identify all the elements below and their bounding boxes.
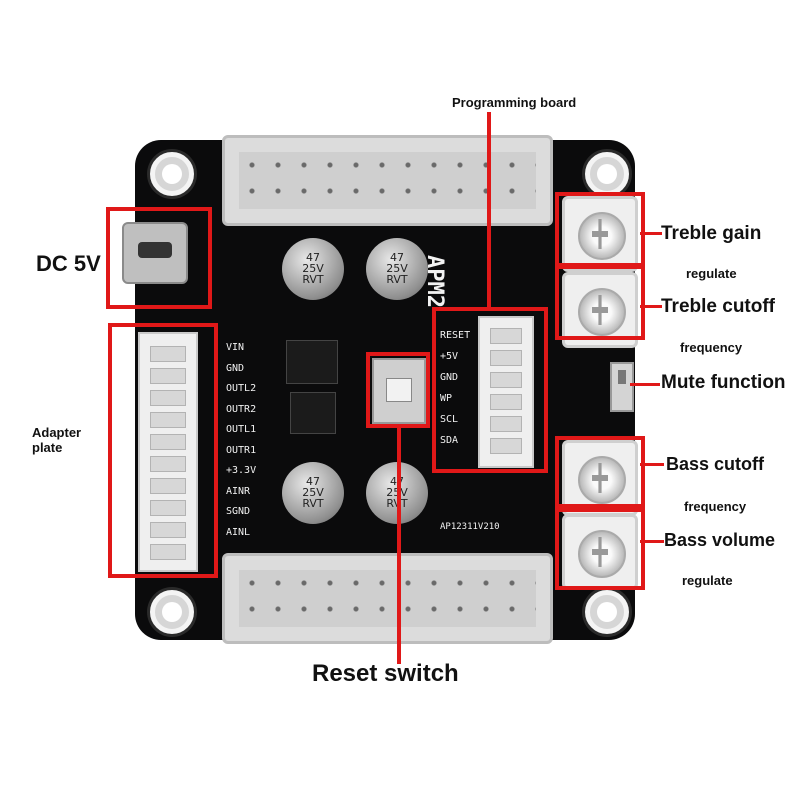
potentiometer-treble-cutoff[interactable] xyxy=(562,272,638,348)
treble-cutoff-sub-label: frequency xyxy=(680,340,743,355)
bass-volume-leader-line xyxy=(640,540,664,543)
treble-gain-sub-label: regulate xyxy=(686,266,737,281)
programming-connector xyxy=(478,316,534,468)
mounting-hole xyxy=(585,152,629,196)
programming-leader-line xyxy=(487,112,491,308)
pin-label: RESET xyxy=(440,330,471,341)
pin-label: SGND xyxy=(226,506,251,517)
chip-label: AP12311V210 xyxy=(440,522,500,532)
pin-label: SCL xyxy=(440,414,459,425)
potentiometer-bass-cutoff[interactable] xyxy=(562,440,638,516)
pin-label: OUTL1 xyxy=(226,424,257,435)
bass-cutoff-highlight-box xyxy=(555,436,645,508)
bass-volume-label: Bass volume xyxy=(664,530,776,550)
bass-cutoff-leader-line xyxy=(640,463,664,466)
pin-label: OUTR1 xyxy=(226,444,257,456)
pin-label: OUTR2 xyxy=(226,403,257,415)
potentiometer-bass-volume[interactable] xyxy=(562,514,638,590)
mounting-hole xyxy=(585,590,629,634)
pin-label: SDA xyxy=(440,435,459,446)
treble-cutoff-leader-line xyxy=(640,305,662,308)
pin-label: +3.3V xyxy=(226,465,257,476)
adapter-plate-label: Adapter plate xyxy=(32,425,82,455)
reset-switch-label: Reset switch xyxy=(312,660,459,687)
bass-cutoff-label: Bass cutoff xyxy=(666,454,765,474)
bass-cutoff-sub-label: frequency xyxy=(684,499,747,514)
reset-leader-line xyxy=(397,428,401,664)
pin-label: OUTL2 xyxy=(226,383,257,394)
mute-leader-line xyxy=(630,383,660,386)
left-pin-labels: VIN GND OUTL2 OUTR2 OUTL1 OUTR1 +3.3V AI… xyxy=(226,342,268,547)
programming-highlight-box xyxy=(432,307,548,473)
adapter-connector xyxy=(138,332,198,572)
regulator-chip xyxy=(286,340,338,384)
board-model-label: APM2 xyxy=(422,255,447,308)
pin-label: GND xyxy=(226,362,245,374)
prog-pin-labels: RESET +5V GND WP SCL SDA xyxy=(440,330,480,456)
treble-gain-label: Treble gain xyxy=(661,223,762,244)
treble-cutoff-label: Treble cutoff xyxy=(661,296,776,317)
mute-function-label: Mute function xyxy=(661,372,786,393)
reset-switch[interactable] xyxy=(372,358,426,424)
micro-usb-port xyxy=(122,222,188,284)
pin-label: WP xyxy=(440,393,453,404)
treble-gain-leader-line xyxy=(640,232,662,235)
mute-switch[interactable] xyxy=(610,362,634,412)
programming-board-label: Programming board xyxy=(452,95,577,110)
mounting-hole xyxy=(150,590,194,634)
bottom-pin-header xyxy=(222,553,553,644)
reset-highlight-box xyxy=(366,352,430,428)
pin-label: +5V xyxy=(440,351,459,362)
pin-label: GND xyxy=(440,372,459,383)
potentiometer-treble-gain[interactable] xyxy=(562,196,638,272)
bass-volume-sub-label: regulate xyxy=(682,573,733,588)
treble-cutoff-highlight-box xyxy=(555,265,645,340)
pin-label: AINL xyxy=(226,526,251,538)
bass-volume-highlight-box xyxy=(555,508,645,590)
pin-label: VIN xyxy=(226,342,245,353)
dc5v-label: DC 5V xyxy=(36,251,101,276)
mounting-hole xyxy=(150,152,194,196)
adapter-highlight-box xyxy=(108,323,218,578)
top-pin-header xyxy=(222,135,553,226)
dc5v-highlight-box xyxy=(106,207,212,309)
pin-label: AINR xyxy=(226,485,251,497)
amplifier-chip xyxy=(290,392,336,434)
